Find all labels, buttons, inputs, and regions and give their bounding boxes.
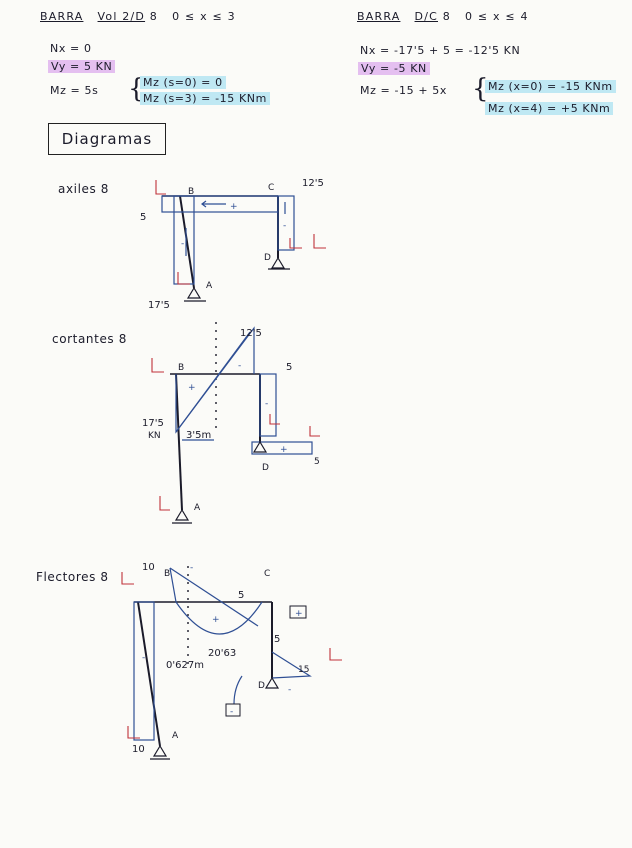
right-nx: Nx = -17'5 + 5 = -12'5 KN <box>360 44 521 57</box>
cortantes-node-d: D <box>262 463 269 473</box>
flectores-d-triangle <box>271 651 312 679</box>
cortantes-node-b: B <box>178 363 184 373</box>
flectores-sign-mid: + <box>212 615 220 625</box>
right-brace: { <box>472 74 489 104</box>
cortantes-sign-mid: - <box>238 361 241 371</box>
flectores-node-b: B <box>164 569 170 579</box>
cortantes-val-right: 5 <box>286 362 292 373</box>
axiles-val-right: 12'5 <box>302 178 324 189</box>
section-title: Diagramas <box>61 130 153 148</box>
cortantes-d-band <box>251 441 313 455</box>
axiles-val-left: 5 <box>140 212 146 223</box>
flectores-left-band <box>133 601 155 741</box>
left-bar-title: BARRA Vol 2/D 8 0 ≤ x ≤ 3 <box>40 10 236 23</box>
axiles-sign-left: - <box>181 239 184 249</box>
axiles-node-b: B <box>188 187 194 197</box>
section-title-box: Diagramas <box>48 123 166 155</box>
flectores-support-d <box>264 676 280 689</box>
axiles-column-ab <box>179 195 195 289</box>
flectores-sign-bottom: - <box>230 707 233 717</box>
axiles-support-d <box>270 256 286 269</box>
cortantes-val-left: 17'5 <box>142 418 164 429</box>
flectores-beam-curve <box>169 567 263 635</box>
flectores-sign-d: - <box>288 685 291 695</box>
axiles-diagram: + - - B C D A 5 12'5 17'5 <box>140 178 326 311</box>
right-vy: Vy = -5 KN <box>358 62 430 75</box>
cortantes-sign-right: - <box>265 399 268 409</box>
flectores-val-15: 15 <box>298 665 309 675</box>
cortantes-node-a: A <box>194 503 201 513</box>
flectores-val-mid: 20'63 <box>208 648 236 659</box>
left-mz2: Mz (s=3) = -15 KNm <box>140 92 270 105</box>
cortantes-column-ab <box>175 373 183 511</box>
cortantes-support-d <box>252 440 268 453</box>
cortantes-sign-b: + <box>188 383 196 393</box>
flectores-label: Flectores 8 <box>36 570 109 584</box>
cortantes-val-top: 12'5 <box>240 328 262 339</box>
cortantes-diagram: 12'5 5 17'5 KN 3'5m 5 B D A + - - + <box>142 322 320 524</box>
cortantes-val-left-unit: KN <box>148 431 161 441</box>
flectores-node-a: A <box>172 731 179 741</box>
cortantes-label: cortantes 8 <box>52 332 127 346</box>
axiles-node-a: A <box>206 281 213 291</box>
flectores-val-bottom-left: 10 <box>132 744 145 755</box>
axiles-sign-right: - <box>283 221 286 231</box>
axiles-val-bottom: 17'5 <box>148 300 170 311</box>
flectores-right-box <box>289 605 307 619</box>
right-mz: Mz = -15 + 5x <box>360 84 447 97</box>
flectores-dist: 0'627m <box>166 660 204 671</box>
flectores-node-d: D <box>258 681 265 691</box>
cortantes-support-a <box>174 508 190 521</box>
flectores-bottom-box <box>225 703 241 717</box>
left-mz: Mz = 5s <box>50 84 99 97</box>
flectores-val-5a: 5 <box>238 590 244 601</box>
cortantes-sign-d: + <box>280 445 288 455</box>
left-nx: Nx = 0 <box>50 42 92 55</box>
flectores-sign-left: - <box>142 653 145 663</box>
flectores-support-a <box>152 744 168 757</box>
axiles-support-a <box>186 286 202 299</box>
flectores-sign-top: - <box>190 563 193 573</box>
flectores-sign-right: + <box>295 609 303 619</box>
right-bar-title: BARRA D/C 8 0 ≤ x ≤ 4 <box>357 10 529 23</box>
right-mz2: Mz (x=4) = +5 KNm <box>485 102 614 115</box>
axiles-right-band <box>277 195 295 251</box>
cortantes-right-band <box>259 373 277 437</box>
axiles-sign-top: + <box>230 202 238 212</box>
cortantes-dist: 3'5m <box>186 430 211 441</box>
left-vy: Vy = 5 KN <box>48 60 116 73</box>
flectores-val-5b: 5 <box>274 634 280 645</box>
cortantes-val-d: 5 <box>314 457 320 467</box>
right-mz1: Mz (x=0) = -15 KNm <box>485 80 616 93</box>
flectores-column-ab <box>137 601 161 747</box>
axiles-node-c: C <box>268 183 274 193</box>
left-mz1: Mz (s=0) = 0 <box>140 76 226 89</box>
axiles-label: axiles 8 <box>58 182 110 196</box>
flectores-node-c: C <box>264 569 270 579</box>
flectores-diagram: 10 10 5 5 15 20'63 0'627m B C D A - + - … <box>121 562 342 760</box>
flectores-val-top-left: 10 <box>142 562 155 573</box>
axiles-node-d: D <box>264 253 271 263</box>
